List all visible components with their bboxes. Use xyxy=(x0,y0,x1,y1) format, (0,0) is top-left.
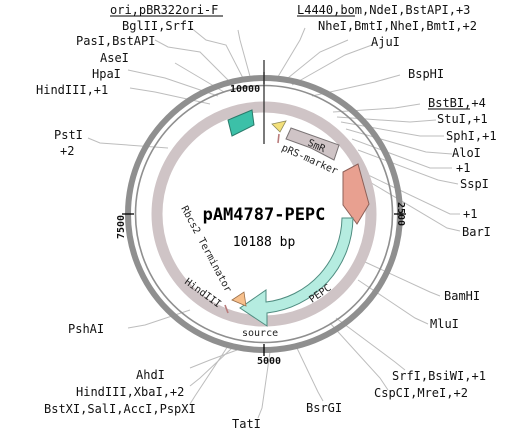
plasmid-size: 10188 bp xyxy=(233,235,296,250)
site-cspci-mrei[interactable]: CspCI,MreI,+2 xyxy=(374,386,468,400)
hindiii-site-tick xyxy=(224,304,229,314)
site-pshai[interactable]: PshAI xyxy=(68,322,104,336)
site-l4440-ndei[interactable]: L4440,bom,NdeI,BstAPI,+3 xyxy=(297,3,470,17)
site-plus1-b[interactable]: +1 xyxy=(463,207,477,221)
site-srfi-bsiwi[interactable]: SrfI,BsiWI,+1 xyxy=(392,369,486,383)
site-ahdi[interactable]: AhdI xyxy=(136,368,165,382)
site-aloi[interactable]: AloI xyxy=(452,146,481,160)
salmon-feature[interactable] xyxy=(342,163,370,225)
site-labels: ori,pBR322ori-F BglII,SrfI PasI,BstAPI A… xyxy=(36,3,497,431)
plasmid-name: pAM4787-PEPC xyxy=(203,205,326,225)
site-mlui[interactable]: MluI xyxy=(430,317,459,331)
site-plus1-a[interactable]: +1 xyxy=(456,161,470,175)
site-plus2-left[interactable]: +2 xyxy=(60,144,74,158)
site-stui[interactable]: StuI,+1 xyxy=(437,112,488,126)
site-sphi[interactable]: SphI,+1 xyxy=(446,129,497,143)
tick-label-5000: 5000 xyxy=(257,356,281,367)
site-bamhi[interactable]: BamHI xyxy=(444,289,480,303)
site-bsphi[interactable]: BspHI xyxy=(408,67,444,81)
terminator-feature[interactable] xyxy=(231,291,247,307)
site-hindiii-xbai[interactable]: HindIII,XbaI,+2 xyxy=(76,385,184,399)
pepc-feature[interactable] xyxy=(239,217,354,327)
site-hpai[interactable]: HpaI xyxy=(92,67,121,81)
site-ori-pbr322[interactable]: ori,pBR322ori-F xyxy=(110,3,218,17)
source-label: source xyxy=(242,328,278,339)
prs-marker-tick xyxy=(277,133,280,144)
site-bsrgi[interactable]: BsrGI xyxy=(306,401,342,415)
site-hindiii-plus1[interactable]: HindIII,+1 xyxy=(36,83,108,97)
site-psti[interactable]: PstI xyxy=(54,128,83,142)
teal-feature[interactable] xyxy=(227,109,255,137)
tick-label-10000: 10000 xyxy=(230,84,260,95)
site-ajui[interactable]: AjuI xyxy=(371,35,400,49)
site-bari[interactable]: BarI xyxy=(462,225,491,239)
tick-label-2500: 2500 xyxy=(395,202,406,226)
site-asei[interactable]: AseI xyxy=(100,51,129,65)
site-pasi-bstapi[interactable]: PasI,BstAPI xyxy=(76,34,155,48)
site-bstxi-sali[interactable]: BstXI,SalI,AccI,PspXI xyxy=(44,402,196,416)
site-sspi[interactable]: SspI xyxy=(460,177,489,191)
site-bglii-srfi[interactable]: BglII,SrfI xyxy=(122,19,194,33)
smr-feature[interactable] xyxy=(285,127,340,161)
yellow-feature[interactable] xyxy=(271,120,287,133)
site-tati[interactable]: TatI xyxy=(232,417,261,431)
site-bstbi[interactable]: BstBI,+4 xyxy=(428,96,486,110)
site-nhei-bmti[interactable]: NheI,BmtI,NheI,BmtI,+2 xyxy=(318,19,477,33)
tick-label-7500: 7500 xyxy=(116,215,127,239)
